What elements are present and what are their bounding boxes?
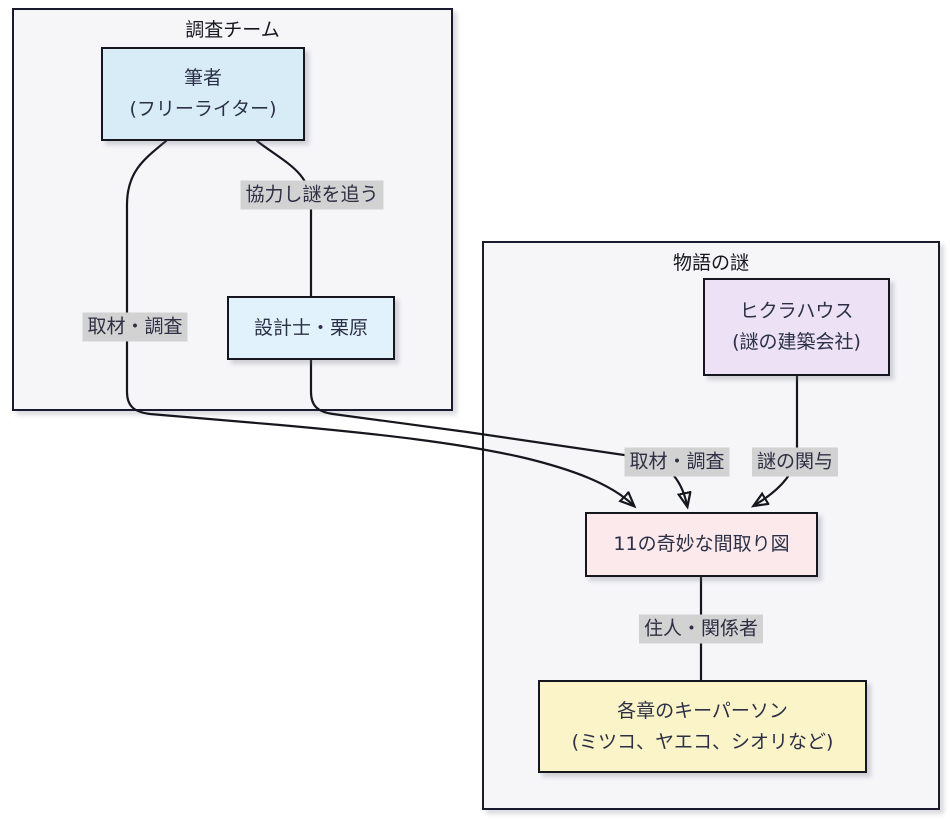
node-hikura-line1: ヒクラハウス: [739, 300, 854, 322]
node-floor-plans-line1: 11の奇妙な間取り図: [613, 533, 790, 555]
cluster-title-story-mystery: 物語の謎: [672, 252, 749, 274]
edge-label-cooperate-chase-mystery: 協力し謎を追う: [240, 180, 384, 210]
node-key-persons-line1: 各章のキーパーソン: [617, 699, 788, 722]
edge-label-mystery-involvement: 謎の関与: [751, 447, 839, 477]
node-architect-line1: 設計士・栗原: [253, 316, 368, 339]
node-chapter-key-persons: 各章のキーパーソン (ミツコ、ヤエコ、シオリなど): [538, 680, 867, 773]
node-author-line1: 筆者: [183, 67, 222, 89]
edge-label-research-investigation-1: 取材・調査: [82, 312, 188, 342]
node-architect-kurihara: 設計士・栗原: [227, 296, 395, 360]
node-hikura-line2: (謎の建築会社): [732, 331, 861, 353]
node-eleven-floor-plans: 11の奇妙な間取り図: [585, 512, 818, 577]
node-hikura-house: ヒクラハウス (謎の建築会社): [703, 278, 890, 376]
edge-label-research-investigation-2: 取材・調査: [624, 447, 730, 477]
edge-label-residents-related-persons: 住人・関係者: [638, 614, 764, 644]
node-author: 筆者 (フリーライター): [101, 47, 305, 141]
node-key-persons-line2: (ミツコ、ヤエコ、シオリなど): [571, 730, 834, 753]
node-author-line2: (フリーライター): [129, 98, 277, 120]
cluster-title-research-team: 調査チーム: [185, 19, 280, 41]
